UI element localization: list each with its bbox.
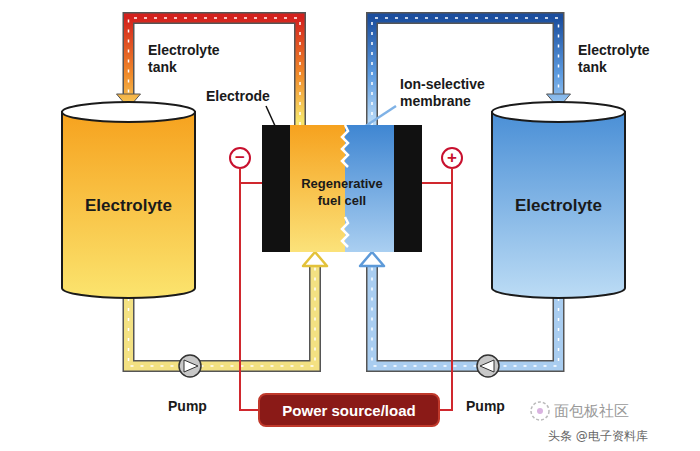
tank-body [492,112,625,298]
power-wire [240,183,262,410]
pump-label: Pump [168,398,207,414]
membrane-line [342,125,348,167]
pump-label: Pump [466,398,505,414]
polarity-sign: − [230,147,250,169]
flow-arrowhead [303,252,327,266]
tank-caption: Electrolyte tank [578,42,670,76]
pump-symbol [179,355,201,377]
positive-electrode [394,125,422,252]
fuel-cell: Regenerative fuel cell [262,125,422,252]
wire-stub [239,168,241,183]
polarity-sign: + [442,147,462,169]
pump-rotor [184,360,198,372]
tank-caption: Electrolyte tank [148,42,240,76]
polarity-ring [442,148,462,168]
watermark: 头条 @电子资料库 [548,428,648,445]
electrolyte-tank: Electrolyte [60,100,197,300]
power-box: Power source/load [258,393,440,427]
tank-label: Electrolyte [64,196,193,216]
wire-line [422,183,452,410]
electrolyte-tank: Electrolyte [490,100,627,300]
part-label: Ion-selective membrane [400,76,512,110]
logo-ring [531,402,549,420]
pump-body [179,355,201,377]
watermark-logo [531,402,549,420]
polarity-ring [230,148,250,168]
box-label: Power source/load [282,402,415,419]
wire-stub [451,168,453,183]
flow-arrowhead [360,252,384,266]
pump-rotor [480,360,494,372]
cell-label: Regenerative fuel cell [290,175,394,209]
pump-symbol [477,355,499,377]
wire-line [240,183,262,410]
tank-lid [62,102,195,122]
tank-body [62,112,195,298]
negative-electrode [262,125,290,252]
power-wire [422,183,452,410]
logo-dot [537,408,543,414]
tank-lid [492,102,625,122]
tank-label: Electrolyte [494,196,623,216]
pump-body [477,355,499,377]
watermark: 面包板社区 [554,402,629,421]
part-label: Electrode [206,88,270,104]
membrane-line [342,217,348,247]
